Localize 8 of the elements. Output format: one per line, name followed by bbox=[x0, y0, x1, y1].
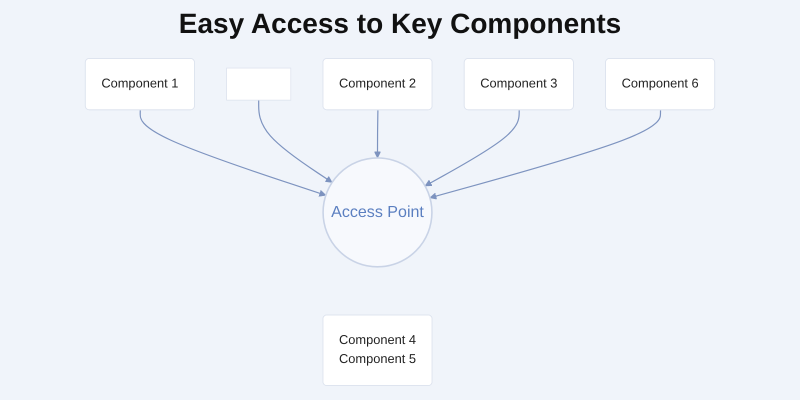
node-box bbox=[226, 68, 292, 101]
arrow bbox=[374, 110, 382, 158]
arrow bbox=[430, 110, 662, 200]
arrow bbox=[424, 110, 520, 186]
diagram-title: Easy Access to Key Components bbox=[178, 8, 622, 40]
arrow bbox=[140, 110, 326, 197]
arrow bbox=[258, 100, 332, 183]
node-circle: Access Point bbox=[322, 157, 433, 268]
